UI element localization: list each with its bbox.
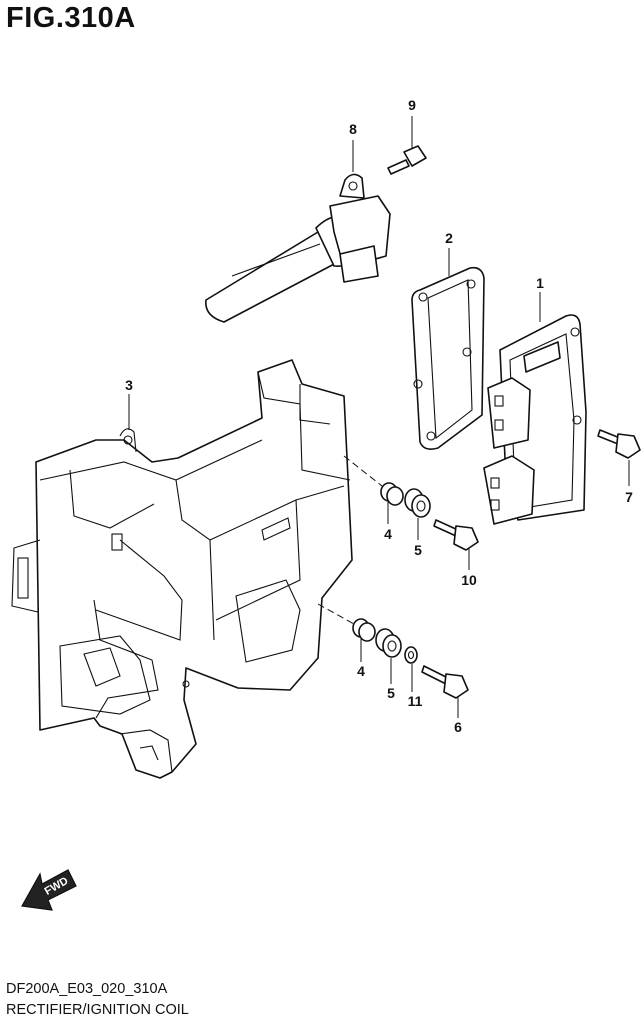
callout-4-lower: 4 (357, 663, 365, 679)
fastener-set-upper (380, 482, 479, 551)
leader-lines (128, 116, 630, 718)
callout-11: 11 (408, 693, 423, 709)
section-name: RECTIFIER/IGNITION COIL (6, 1002, 189, 1018)
callout-7: 7 (625, 489, 633, 505)
ignition-coil-part (205, 173, 391, 323)
callout-6: 6 (454, 719, 462, 735)
callout-10: 10 (461, 572, 477, 588)
bolt-7-part (597, 429, 641, 459)
assembly-lines (317, 455, 383, 625)
callout-5-lower: 5 (387, 685, 395, 701)
model-code: DF200A_E03_020_310A (6, 981, 168, 997)
callout-5-upper: 5 (414, 542, 422, 558)
fastener-set-lower (352, 618, 469, 699)
bracket-housing-part (11, 359, 353, 779)
callout-3: 3 (125, 377, 133, 393)
callout-1: 1 (536, 275, 544, 291)
callout-4-upper: 4 (384, 526, 392, 542)
figure-title: FIG.310A (6, 2, 136, 34)
callout-8: 8 (349, 121, 357, 137)
callout-9: 9 (408, 97, 416, 113)
fwd-arrow-icon: FWD (21, 869, 77, 911)
callout-2: 2 (445, 230, 453, 246)
gasket-part (411, 266, 485, 450)
bolt-9-part (387, 145, 427, 175)
rectifier-part (483, 314, 587, 525)
